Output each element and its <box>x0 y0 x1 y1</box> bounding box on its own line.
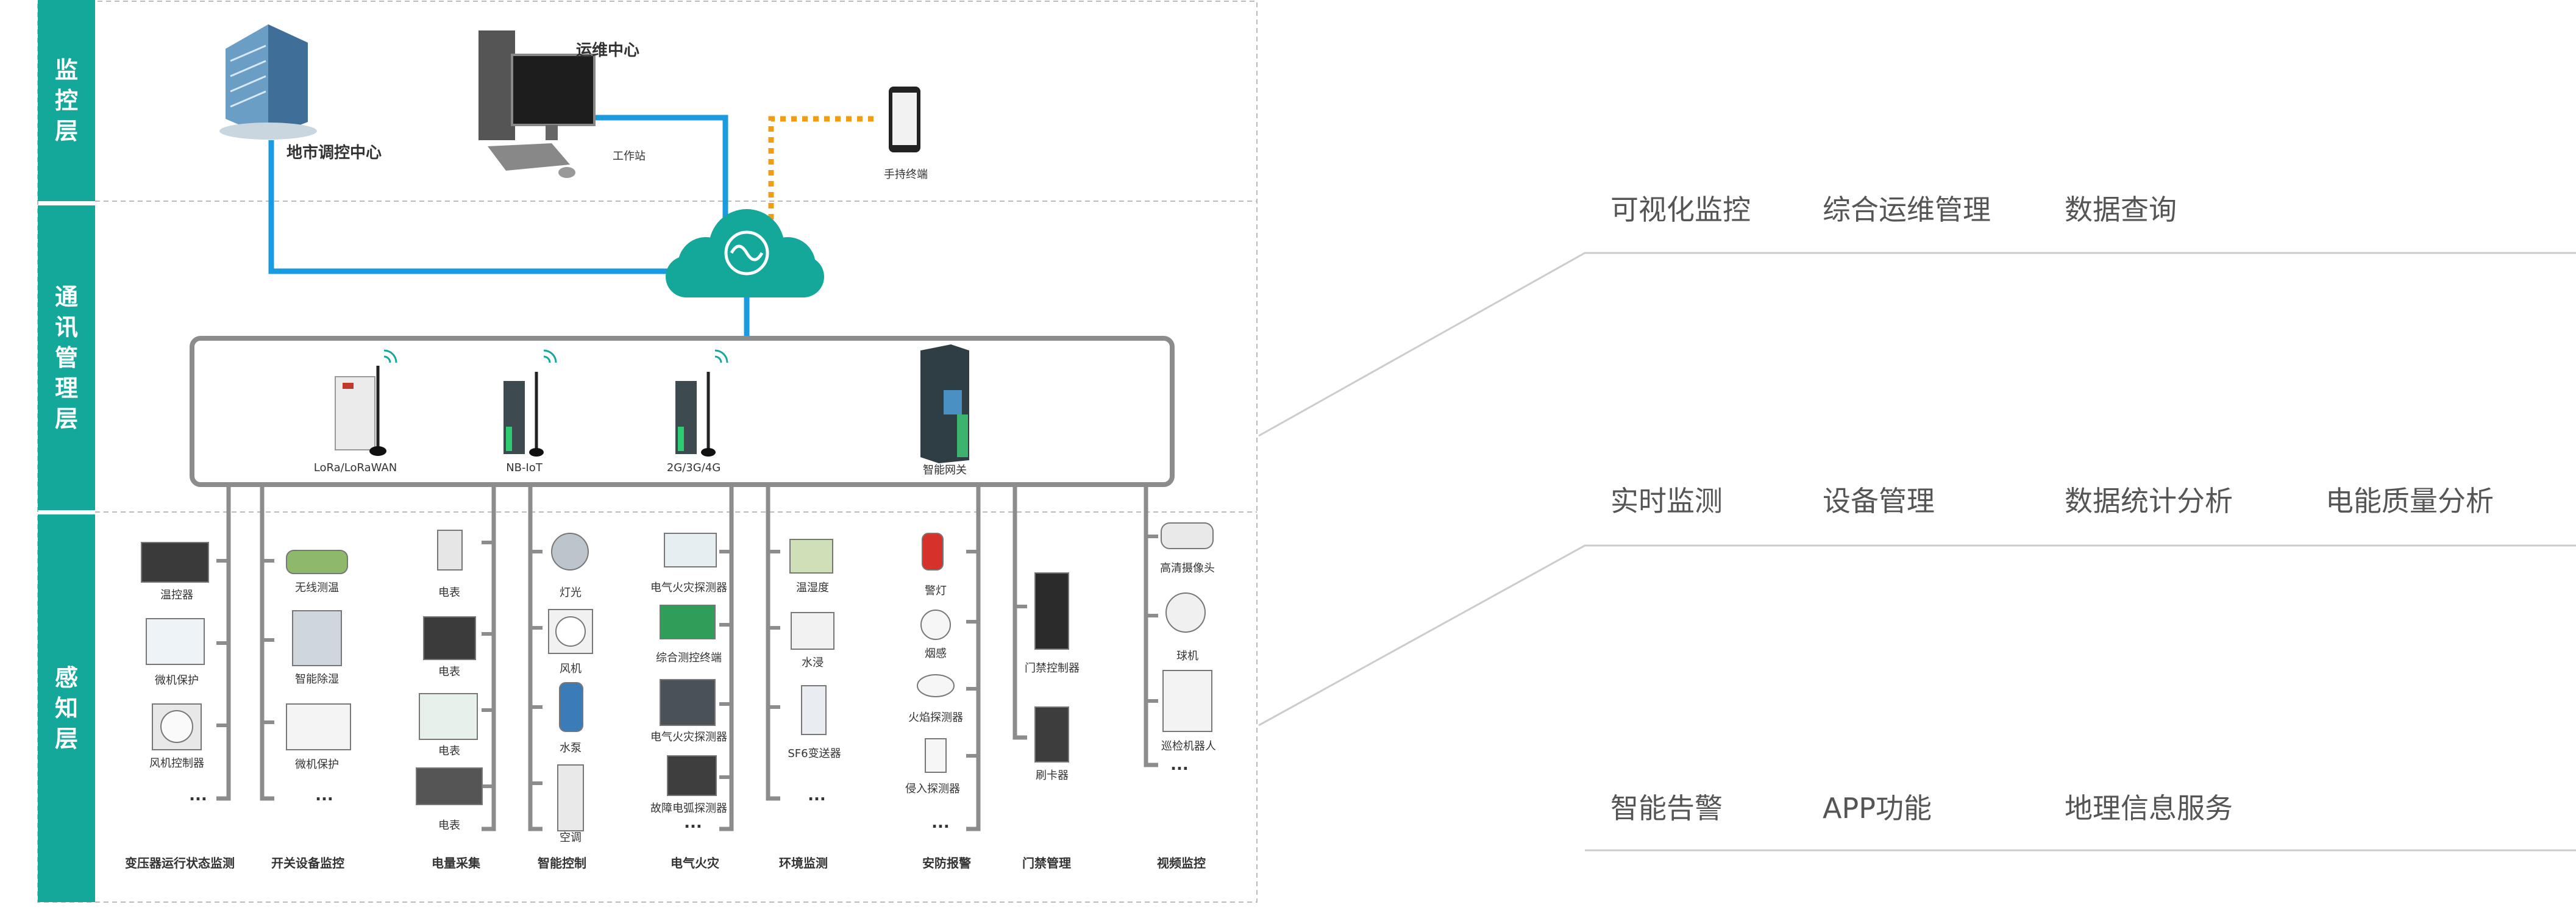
device-label: 智能除湿 <box>295 673 339 686</box>
more-ellipsis: ... <box>808 786 826 805</box>
device-label: 火焰探测器 <box>908 711 963 724</box>
function-label: 实时监测 <box>1610 485 1723 517</box>
sense-layer-band: 感 知 层 <box>38 514 95 902</box>
device-label: 电表 <box>438 819 460 832</box>
category-label: 智能控制 <box>538 856 586 870</box>
device-label: 微机保护 <box>155 674 199 687</box>
cloud-icon <box>666 209 824 297</box>
function-label: 数据查询 <box>2065 193 2177 226</box>
category-label: 安防报警 <box>922 856 971 870</box>
function-label: 电能质量分析 <box>2325 485 2494 517</box>
layer-char: 知 <box>54 695 78 722</box>
layer-char: 讯 <box>54 314 78 341</box>
device-label: 侵入探测器 <box>905 783 960 795</box>
smart-gateway-icon <box>920 344 969 463</box>
outer-frame <box>37 1 1258 903</box>
gateway-label: LoRa/LoRaWAN <box>313 461 397 474</box>
layer-char: 层 <box>54 118 78 144</box>
category-label: 电量采集 <box>432 856 480 870</box>
category-label: 开关设备监控 <box>271 856 344 870</box>
device-label: 电表 <box>438 666 460 678</box>
device-label: 巡检机器人 <box>1161 740 1216 753</box>
gateway-label: 智能网关 <box>923 464 967 477</box>
layer-char: 监 <box>54 57 78 84</box>
device-label: 刷卡器 <box>1036 769 1069 782</box>
gateway-label: NB-IoT <box>506 461 543 474</box>
device-label: 门禁控制器 <box>1025 662 1080 675</box>
device-label: 风机 <box>560 663 582 675</box>
bus-lines <box>216 485 1158 831</box>
device-label: 电气火灾探测器 <box>650 731 727 744</box>
more-ellipsis: ... <box>931 814 950 832</box>
device-label: 水泵 <box>560 742 582 755</box>
device-label: 烟感 <box>925 647 947 660</box>
device-label: 灯光 <box>560 586 582 599</box>
building-icon <box>219 24 317 140</box>
comm-layer-band: 通 讯 管 理 层 <box>38 205 95 510</box>
device-label: 空调 <box>560 831 582 844</box>
function-label: APP功能 <box>1823 792 1932 825</box>
device-label: 温控器 <box>160 589 193 602</box>
layer-char: 通 <box>54 283 78 310</box>
more-ellipsis: ... <box>315 786 333 805</box>
monitor-layer-band: 监 控 层 <box>38 0 95 201</box>
device-label: 无线测温 <box>295 581 339 594</box>
layer-char: 层 <box>54 405 78 432</box>
function-label: 智能告警 <box>1610 792 1723 825</box>
function-label: 设备管理 <box>1823 485 1935 517</box>
device-icons <box>141 522 1214 831</box>
function-label: 可视化监控 <box>1610 193 1751 226</box>
gateway-frame <box>190 336 1175 487</box>
nbiot-device-icon <box>503 349 557 457</box>
function-label: 数据统计分析 <box>2065 485 2233 517</box>
device-label: 风机控制器 <box>149 757 204 770</box>
computer-icon <box>479 30 596 178</box>
device-stubs <box>216 535 1158 788</box>
category-label: 视频监控 <box>1157 856 1206 870</box>
function-label: 地理信息服务 <box>2065 792 2233 825</box>
layer-char: 感 <box>54 664 78 691</box>
device-label: 故障电弧探测器 <box>650 802 727 815</box>
link-ops-center <box>594 115 728 219</box>
category-label: 变压器运行状态监测 <box>125 856 235 870</box>
device-label: 球机 <box>1176 650 1198 663</box>
ops-center-label: 运维中心 <box>576 41 640 60</box>
link-handheld <box>768 116 875 219</box>
device-label: 电表 <box>438 586 460 599</box>
category-label: 环境监测 <box>779 856 828 870</box>
more-ellipsis: ... <box>684 814 702 832</box>
lora-device-icon <box>335 349 397 456</box>
more-ellipsis: ... <box>189 786 207 805</box>
device-label: 微机保护 <box>295 758 339 771</box>
more-ellipsis: ... <box>1170 756 1189 774</box>
handheld-label: 手持终端 <box>884 168 928 181</box>
cellular-device-icon <box>675 349 728 457</box>
device-label: SF6变送器 <box>788 747 841 760</box>
layer-char: 层 <box>54 725 78 752</box>
device-label: 电表 <box>438 745 460 758</box>
category-label: 电气火灾 <box>671 856 719 870</box>
phone-icon <box>889 87 920 152</box>
device-label: 水浸 <box>802 656 824 669</box>
layer-char: 管 <box>54 344 78 371</box>
device-label: 高清摄像头 <box>1160 562 1215 575</box>
workstation-label: 工作站 <box>613 150 646 163</box>
gateway-label: 2G/3G/4G <box>666 461 721 474</box>
function-lines <box>1258 252 2576 852</box>
device-label: 电气火灾探测器 <box>650 581 727 594</box>
city-center-label: 地市调控中心 <box>286 144 382 162</box>
device-label: 综合测控终端 <box>656 652 722 664</box>
device-label: 温湿度 <box>796 581 829 594</box>
category-label: 门禁管理 <box>1022 856 1071 870</box>
device-label: 警灯 <box>925 585 947 597</box>
function-label: 综合运维管理 <box>1823 193 1991 226</box>
layer-char: 理 <box>54 375 78 402</box>
layer-char: 控 <box>54 87 78 114</box>
link-city-center <box>268 140 716 274</box>
